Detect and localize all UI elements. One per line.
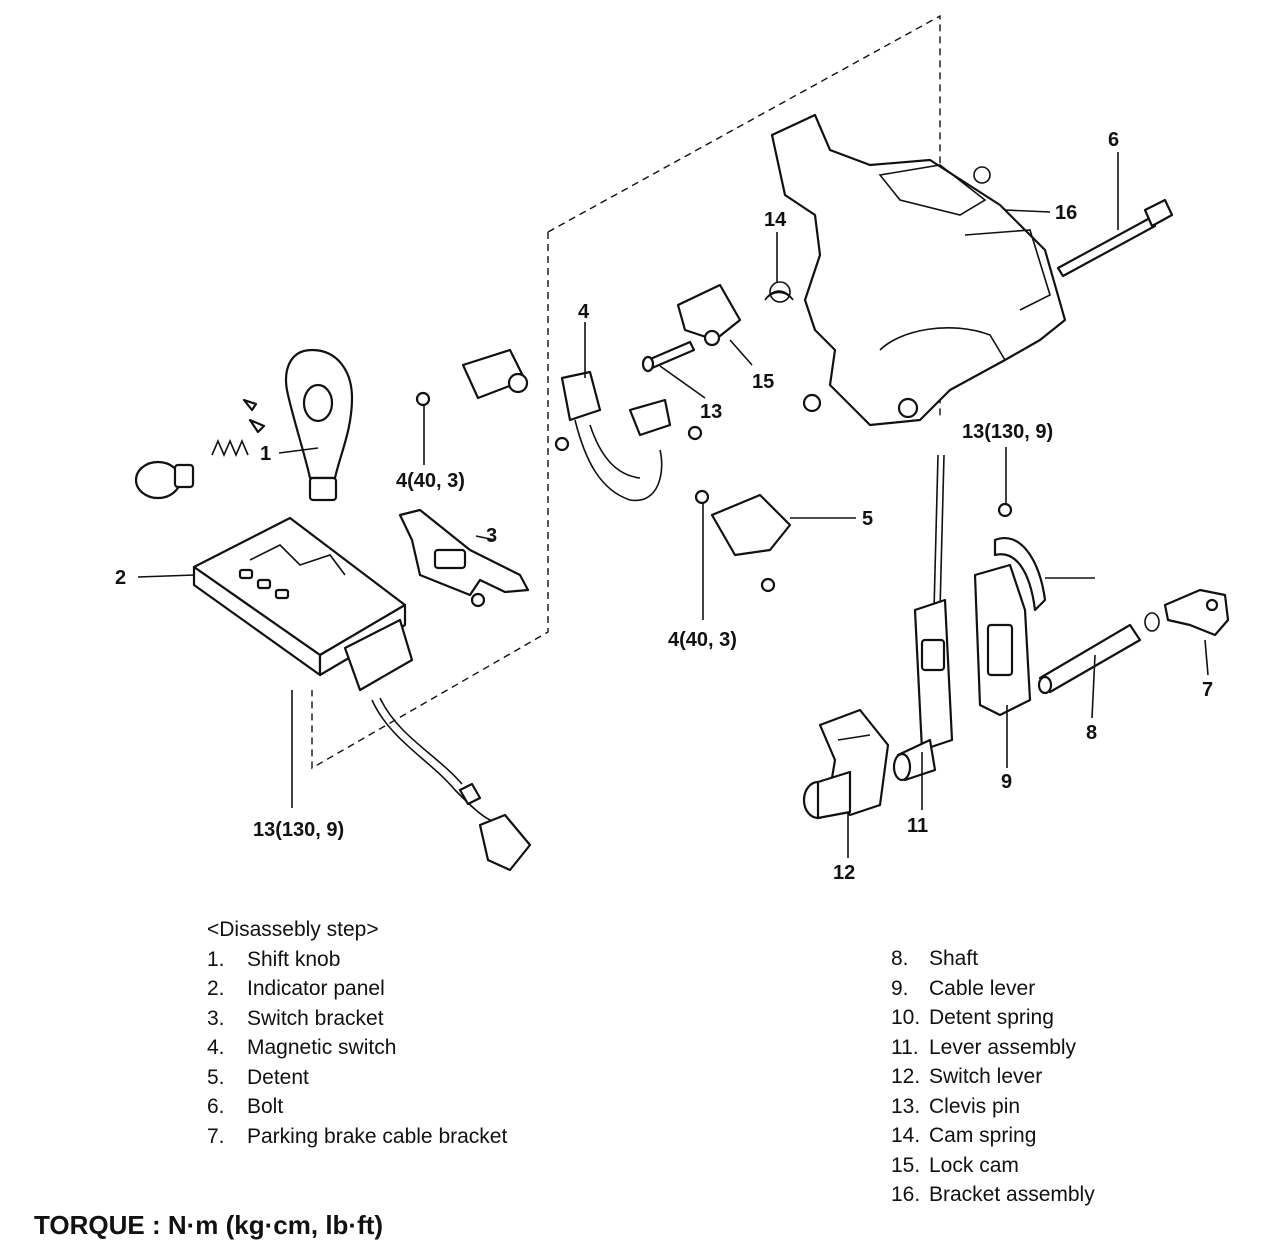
callout-13-torque-right: 13(130, 9) [962, 421, 1053, 443]
legend-item: 15.Lock cam [891, 1153, 1019, 1177]
cam-spring [764, 281, 794, 303]
legend-left: <Disassebly step> 1.Shift knob 2.Indicat… [207, 915, 507, 1151]
callout-13-torque-left: 13(130, 9) [253, 819, 344, 841]
callout-4-torque-upper: 4(40, 3) [396, 470, 465, 492]
legend-item: 16.Bracket assembly [891, 1183, 1095, 1206]
exploded-parts-diagram: 1 2 3 4 4(40, 3) 4(40, 3) 5 6 7 8 9 11 1… [115, 14, 1230, 884]
legend-item: 14.Cam spring [891, 1124, 1037, 1147]
legend-item: 4.Magnetic switch [207, 1036, 397, 1059]
legend-heading: <Disassebly step> [207, 918, 379, 941]
callout-14: 14 [764, 209, 787, 231]
callout-3: 3 [486, 525, 497, 547]
cable-lever [973, 502, 1047, 717]
legend-item: 5.Detent [207, 1065, 309, 1089]
legend-item: 2.Indicator panel [207, 977, 385, 1000]
callout-11: 11 [907, 815, 928, 837]
legend-item: 11.Lever assembly [891, 1035, 1077, 1059]
legend-item: 10.Detent spring [891, 1006, 1054, 1029]
assembly-outline [311, 14, 941, 770]
parking-brake-cable-bracket [1163, 588, 1230, 637]
switch-lever [802, 708, 890, 820]
shaft [1037, 612, 1160, 695]
callout-4: 4 [578, 301, 590, 323]
detent [694, 489, 792, 593]
callout-16: 16 [1055, 202, 1077, 224]
magnetic-switch [415, 348, 703, 502]
legend-right: 8.Shaft 9.Cable lever 10.Detent spring 1… [891, 944, 1095, 1210]
callout-12: 12 [833, 862, 855, 884]
lock-cam [676, 283, 742, 347]
legend-item: 9.Cable lever [891, 976, 1036, 1000]
bracket-assembly [770, 113, 1067, 427]
legend-item: 7.Parking brake cable bracket [207, 1124, 508, 1148]
callout-15: 15 [752, 371, 774, 393]
clevis-pin [641, 340, 696, 373]
callout-7: 7 [1202, 679, 1213, 701]
callout-8: 8 [1086, 722, 1097, 744]
legend-item: 8.Shaft [891, 947, 979, 970]
legend-item: 1.Shift knob [207, 947, 341, 971]
callout-1: 1 [260, 443, 271, 465]
legend-item: 12.Switch lever [891, 1065, 1043, 1088]
legend-item: 3.Switch bracket [207, 1006, 384, 1030]
leader-lines [137, 152, 1209, 858]
callout-6: 6 [1108, 129, 1119, 151]
switch-bracket [398, 508, 530, 608]
torque-units-note: TORQUE : N·m (kg·cm, lb·ft) [34, 1210, 384, 1240]
legend-item: 6.Bolt [207, 1095, 284, 1118]
indicator-panel [192, 516, 532, 872]
callout-9: 9 [1001, 771, 1012, 793]
callout-4-torque-lower: 4(40, 3) [668, 629, 737, 651]
shift-knob [134, 348, 354, 502]
lever-assembly [892, 454, 954, 782]
callout-2: 2 [115, 567, 126, 589]
callout-5: 5 [862, 508, 873, 530]
bolt [1056, 198, 1174, 278]
legend-item: 13.Clevis pin [891, 1094, 1021, 1118]
callout-13: 13 [700, 401, 722, 423]
